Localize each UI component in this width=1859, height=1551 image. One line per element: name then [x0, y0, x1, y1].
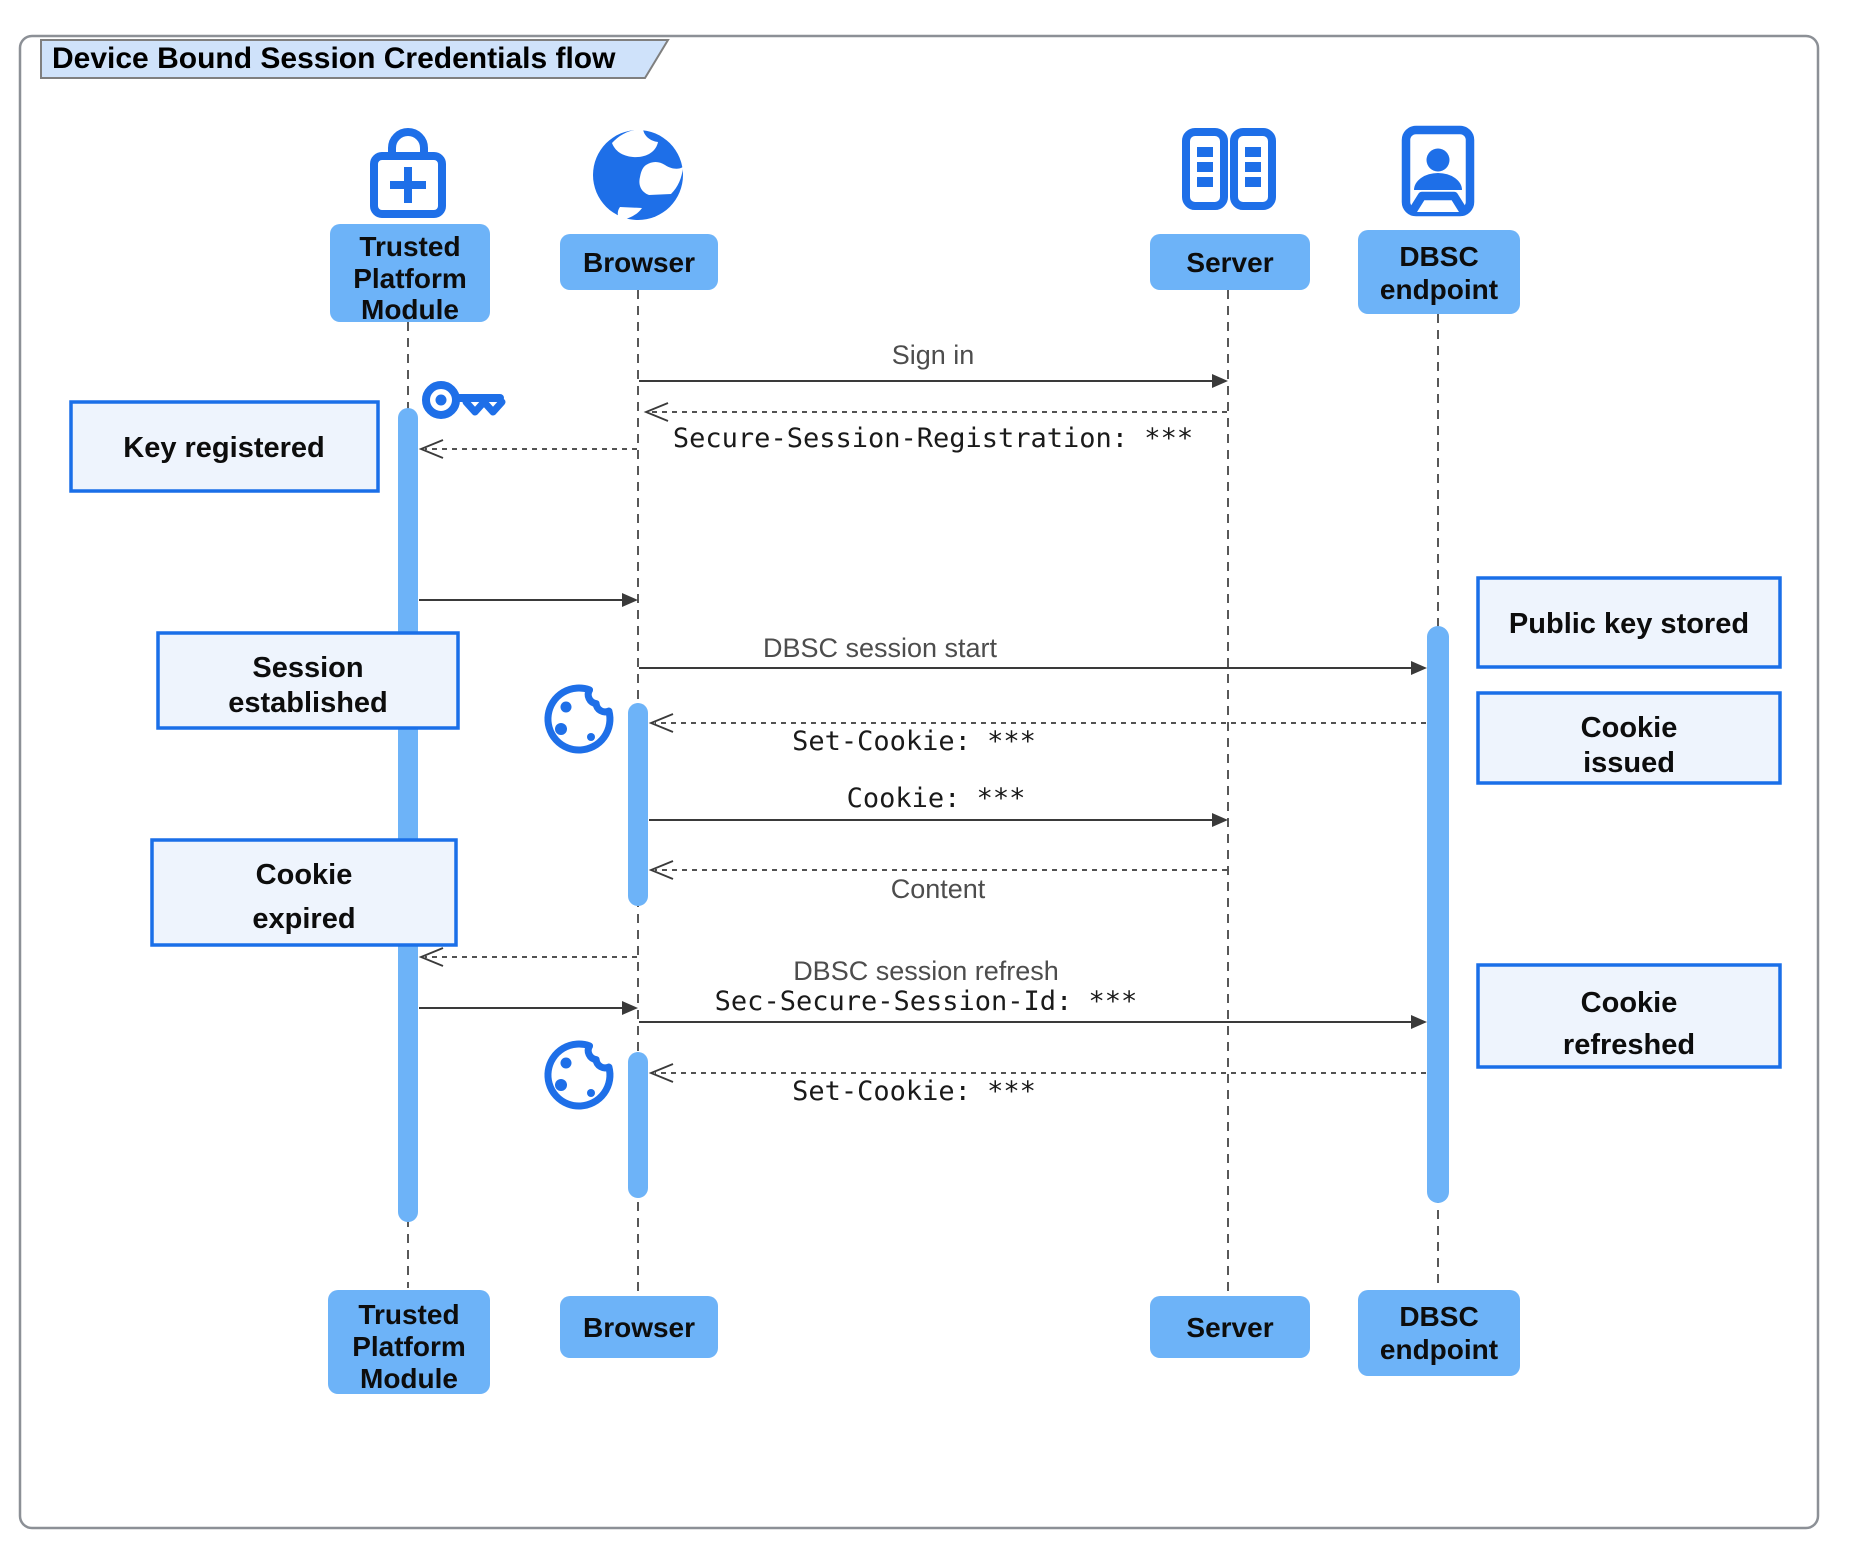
- svg-text:Server: Server: [1186, 247, 1273, 278]
- message-cookie: [649, 813, 1228, 827]
- svg-text:Module: Module: [361, 294, 459, 325]
- label-content: Content: [891, 874, 986, 904]
- message-tpm-to-browser-2: [419, 1001, 638, 1015]
- message-browser-to-tpm-1: [418, 439, 637, 459]
- activation-dbsc: [1427, 626, 1449, 1203]
- actor-bottom-dbsc: DBSC endpoint: [1358, 1290, 1520, 1376]
- activation-tpm: [398, 408, 418, 1222]
- label-cookie: Cookie: ***: [847, 783, 1026, 814]
- diagram-title: Device Bound Session Credentials flow: [52, 42, 616, 75]
- message-set-cookie-1: [648, 713, 1426, 733]
- svg-text:Cookie: Cookie: [256, 859, 353, 891]
- svg-text:issued: issued: [1583, 747, 1675, 779]
- svg-text:endpoint: endpoint: [1380, 274, 1498, 305]
- svg-text:Key registered: Key registered: [123, 432, 325, 464]
- note-session-established: Session established: [156, 631, 460, 730]
- svg-text:Platform: Platform: [352, 1331, 466, 1362]
- actor-bottom-server: Server: [1150, 1296, 1310, 1358]
- key-icon: [422, 381, 506, 419]
- svg-text:Server: Server: [1186, 1312, 1273, 1343]
- label-set-cookie-1: Set-Cookie: ***: [792, 726, 1036, 757]
- svg-text:Cookie: Cookie: [1581, 712, 1678, 744]
- label-dbsc-session-start: DBSC session start: [763, 633, 998, 663]
- message-set-cookie-2: [648, 1063, 1426, 1083]
- message-dbsc-session-start: [639, 661, 1427, 675]
- label-sec-secure-session-id: Sec-Secure-Session-Id: ***: [715, 986, 1138, 1017]
- note-cookie-issued: Cookie issued: [1476, 691, 1782, 785]
- svg-text:Browser: Browser: [583, 247, 695, 278]
- label-dbsc-session-refresh: DBSC session refresh: [793, 956, 1059, 986]
- svg-text:Trusted: Trusted: [358, 1299, 459, 1330]
- message-secure-session-registration: [643, 402, 1227, 422]
- actor-top-browser: Browser: [560, 234, 718, 290]
- svg-text:endpoint: endpoint: [1380, 1334, 1498, 1365]
- activation-browser-1: [628, 703, 648, 906]
- svg-text:established: established: [228, 687, 388, 719]
- svg-text:Cookie: Cookie: [1581, 987, 1678, 1019]
- id-badge-icon: [1401, 125, 1475, 217]
- message-browser-to-tpm-2: [418, 947, 637, 967]
- actor-bottom-browser: Browser: [560, 1296, 718, 1358]
- svg-text:Platform: Platform: [353, 263, 467, 294]
- svg-text:expired: expired: [252, 903, 355, 935]
- globe-icon: [593, 129, 683, 220]
- actor-top-dbsc: DBSC endpoint: [1358, 230, 1520, 314]
- actor-bottom-tpm: Trusted Platform Module: [328, 1290, 490, 1394]
- message-dbsc-session-refresh: [639, 1015, 1427, 1029]
- actor-top-server: Server: [1150, 234, 1310, 290]
- cookie-icon: [544, 1040, 614, 1110]
- svg-text:refreshed: refreshed: [1563, 1029, 1695, 1061]
- cookie-icon: [544, 684, 614, 754]
- svg-text:Public key stored: Public key stored: [1509, 608, 1749, 640]
- message-content: [648, 860, 1227, 880]
- note-cookie-refreshed: Cookie refreshed: [1476, 963, 1782, 1069]
- activation-browser-2: [628, 1052, 648, 1198]
- label-set-cookie-2: Set-Cookie: ***: [792, 1076, 1036, 1107]
- note-key-registered: Key registered: [69, 400, 380, 493]
- svg-text:Session: Session: [252, 652, 363, 684]
- message-tpm-to-browser-1: [419, 593, 638, 607]
- note-public-key-stored: Public key stored: [1476, 576, 1782, 669]
- svg-text:Trusted: Trusted: [359, 231, 460, 262]
- message-sign-in: [639, 374, 1228, 388]
- actor-top-tpm: Trusted Platform Module: [330, 224, 490, 325]
- note-cookie-expired: Cookie expired: [150, 838, 458, 947]
- svg-text:Browser: Browser: [583, 1312, 695, 1343]
- label-sign-in: Sign in: [892, 340, 975, 370]
- label-secure-session-registration: Secure-Session-Registration: ***: [673, 423, 1193, 454]
- svg-text:Module: Module: [360, 1363, 458, 1394]
- server-rack-icon: [1182, 128, 1276, 210]
- svg-text:DBSC: DBSC: [1399, 1301, 1478, 1332]
- svg-text:DBSC: DBSC: [1399, 241, 1478, 272]
- diagram-title-tab: Device Bound Session Credentials flow: [40, 39, 670, 79]
- lock-plus-icon: [370, 128, 446, 218]
